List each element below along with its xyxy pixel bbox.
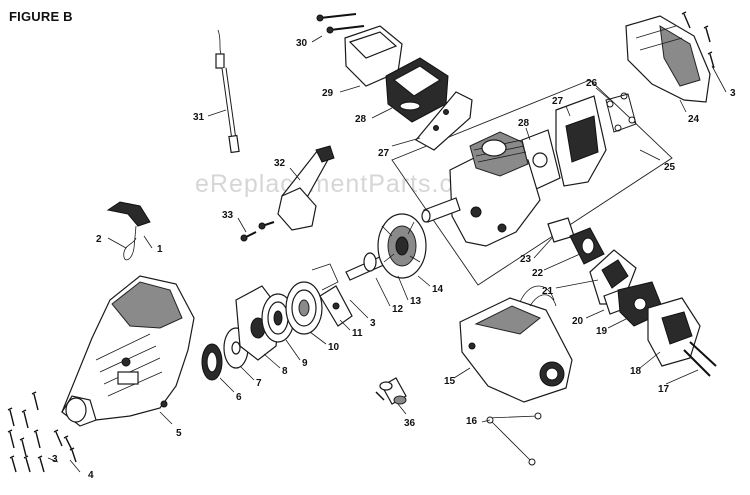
leader-lines <box>47 35 727 473</box>
part-3-spring-clip[interactable] <box>311 263 339 291</box>
callout-13[interactable]: 13 <box>410 296 422 307</box>
callout-8[interactable]: 8 <box>282 366 288 377</box>
callout-16[interactable]: 16 <box>466 416 478 427</box>
part-16-fasteners[interactable] <box>486 412 542 466</box>
part-36-fuel-filter[interactable] <box>375 377 407 405</box>
callout-7[interactable]: 7 <box>256 378 262 389</box>
part-11-starter-pawl[interactable] <box>319 285 353 327</box>
part-22-intake[interactable] <box>569 227 605 265</box>
callout-6[interactable]: 6 <box>236 392 242 403</box>
callout-12[interactable]: 12 <box>392 304 404 315</box>
engine-assembly-outline <box>391 79 673 286</box>
callout-30[interactable]: 28 <box>355 114 367 125</box>
part-34-throttle-handle[interactable] <box>277 145 335 231</box>
callout-24[interactable]: 24 <box>688 114 700 125</box>
callout-25[interactable]: 25 <box>664 162 676 173</box>
callout-20[interactable]: 20 <box>572 316 584 327</box>
callout-2[interactable]: 2 <box>96 234 102 245</box>
figure-title: FIGURE B <box>9 9 73 24</box>
callout-23[interactable]: 23 <box>520 254 532 265</box>
part-1-clip[interactable] <box>106 201 151 227</box>
callout-21[interactable]: 21 <box>542 286 554 297</box>
part-6-pawl[interactable] <box>201 343 223 381</box>
callout-11[interactable]: 11 <box>352 328 363 339</box>
callout-34[interactable]: 32 <box>274 158 286 169</box>
callout-31[interactable]: 29 <box>322 88 334 99</box>
part-17-bolts[interactable] <box>683 341 717 377</box>
callout-15[interactable]: 15 <box>444 376 456 387</box>
part-26-gasket-clips[interactable] <box>605 92 637 133</box>
part-35-screws[interactable] <box>240 221 275 242</box>
part-13-washer[interactable] <box>363 252 377 272</box>
callout-28[interactable]: 28 <box>518 118 530 129</box>
part-10-pulley[interactable] <box>285 281 323 335</box>
callout-14[interactable]: 14 <box>432 284 444 295</box>
callout-18[interactable]: 18 <box>630 366 642 377</box>
callout-5[interactable]: 5 <box>176 428 182 439</box>
callout-9[interactable]: 9 <box>302 358 308 369</box>
part-29-filter-base[interactable] <box>415 91 473 151</box>
part-18-cover[interactable] <box>647 297 701 367</box>
callout-17[interactable]: 17 <box>658 384 670 395</box>
callout-3-middle[interactable]: 3 <box>370 318 376 329</box>
callout-19[interactable]: 19 <box>596 326 608 337</box>
callout-27[interactable]: 27 <box>552 96 564 107</box>
part-27-muffler[interactable] <box>555 95 607 187</box>
callout-35[interactable]: 33 <box>222 210 234 221</box>
callout-29[interactable]: 27 <box>378 148 390 159</box>
part-2-hairpin[interactable] <box>123 225 137 261</box>
part-3-screws-upper-right[interactable] <box>681 11 715 69</box>
callout-labels: 30 29 28 27 31 32 33 1 2 5 4 3 6 7 8 9 1… <box>52 38 736 481</box>
callout-3-upper-right[interactable]: 3 <box>730 88 736 99</box>
part-5-housing[interactable] <box>61 275 195 427</box>
part-31-air-filter-cover[interactable] <box>344 25 403 87</box>
callout-33[interactable]: 31 <box>193 112 205 123</box>
callout-4[interactable]: 4 <box>88 470 94 481</box>
callout-22[interactable]: 22 <box>532 268 544 279</box>
watermark: eReplacementParts.com <box>195 170 490 198</box>
part-14-flywheel[interactable] <box>377 213 427 279</box>
part-15-fuel-tank[interactable] <box>459 285 573 403</box>
part-32-screws[interactable] <box>316 13 365 34</box>
part-24-engine-shroud[interactable] <box>625 15 711 103</box>
part-4-screws[interactable] <box>53 429 77 463</box>
callout-1[interactable]: 1 <box>157 244 163 255</box>
part-25-engine[interactable] <box>421 131 541 247</box>
callout-3-lower-left[interactable]: 3 <box>52 454 58 465</box>
part-3-screws-lower-left[interactable] <box>7 391 45 473</box>
callout-26[interactable]: 26 <box>586 78 598 89</box>
callout-36[interactable]: 36 <box>404 418 416 429</box>
callout-32[interactable]: 30 <box>296 38 308 49</box>
part-33-throttle-cable[interactable] <box>215 29 240 154</box>
callout-10[interactable]: 10 <box>328 342 340 353</box>
